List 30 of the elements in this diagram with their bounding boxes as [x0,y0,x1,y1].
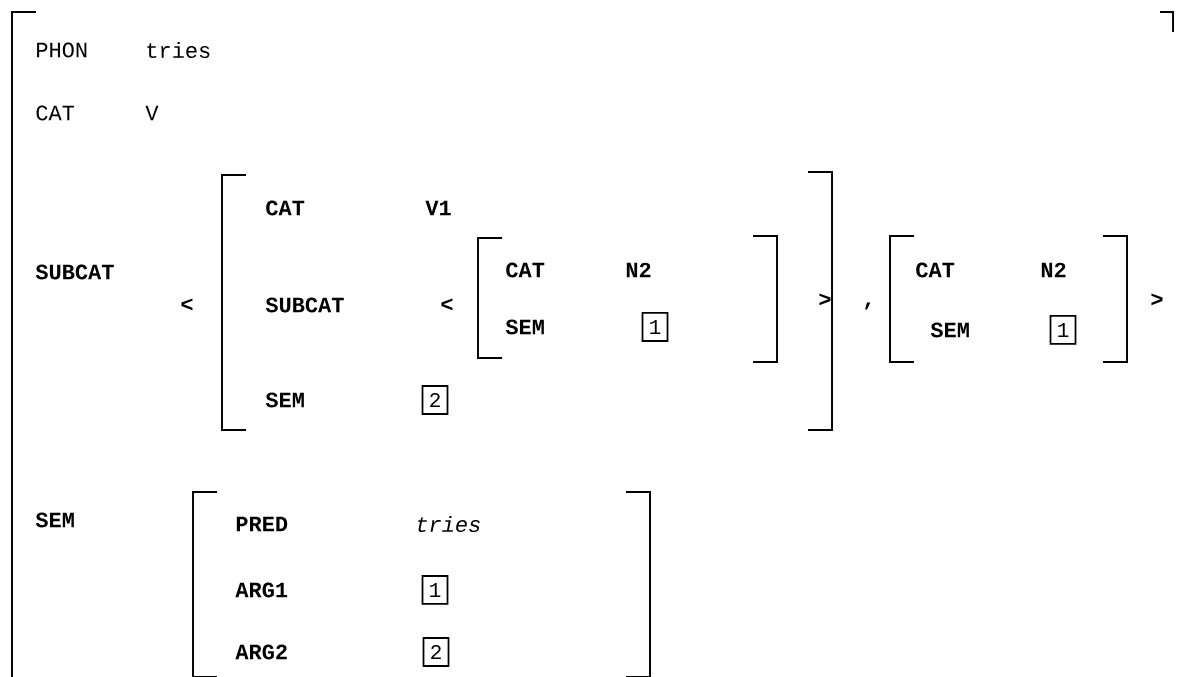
angle-bracket: > [1151,293,1163,306]
feature-value: tries [147,41,210,59]
feature-value: V [145,105,159,121]
feature-name: SEM [930,322,969,338]
tag-box: 1 [421,575,449,605]
feature-name: CAT [916,262,955,278]
feature-name: ARG2 [235,644,287,660]
feature-name: SEM [505,319,544,335]
feature-name: CAT [266,200,305,216]
feature-name: CAT [506,262,545,278]
angle-bracket: > [819,293,831,306]
feature-name: SEM [265,392,304,408]
feature-name: PHON [37,42,87,58]
feature-name: SUBCAT [265,297,344,313]
tag-box: 1 [1049,315,1077,345]
feature-value: N2 [1041,262,1066,278]
feature-name: ARG1 [235,582,288,598]
feature-name: SEM [35,512,74,528]
comma: , [865,302,871,310]
feature-value: V1 [425,200,451,216]
tag-box: 2 [422,637,450,667]
feature-value: tries [418,515,480,533]
tag-box: 2 [421,385,449,415]
angle-bracket: < [441,298,453,311]
tag-box: 1 [641,312,669,342]
feature-name: PRED [236,516,288,532]
feature-name: CAT [36,105,75,121]
angle-bracket: < [181,298,193,311]
feature-name: SUBCAT [35,264,114,280]
feature-value: N2 [626,262,651,278]
